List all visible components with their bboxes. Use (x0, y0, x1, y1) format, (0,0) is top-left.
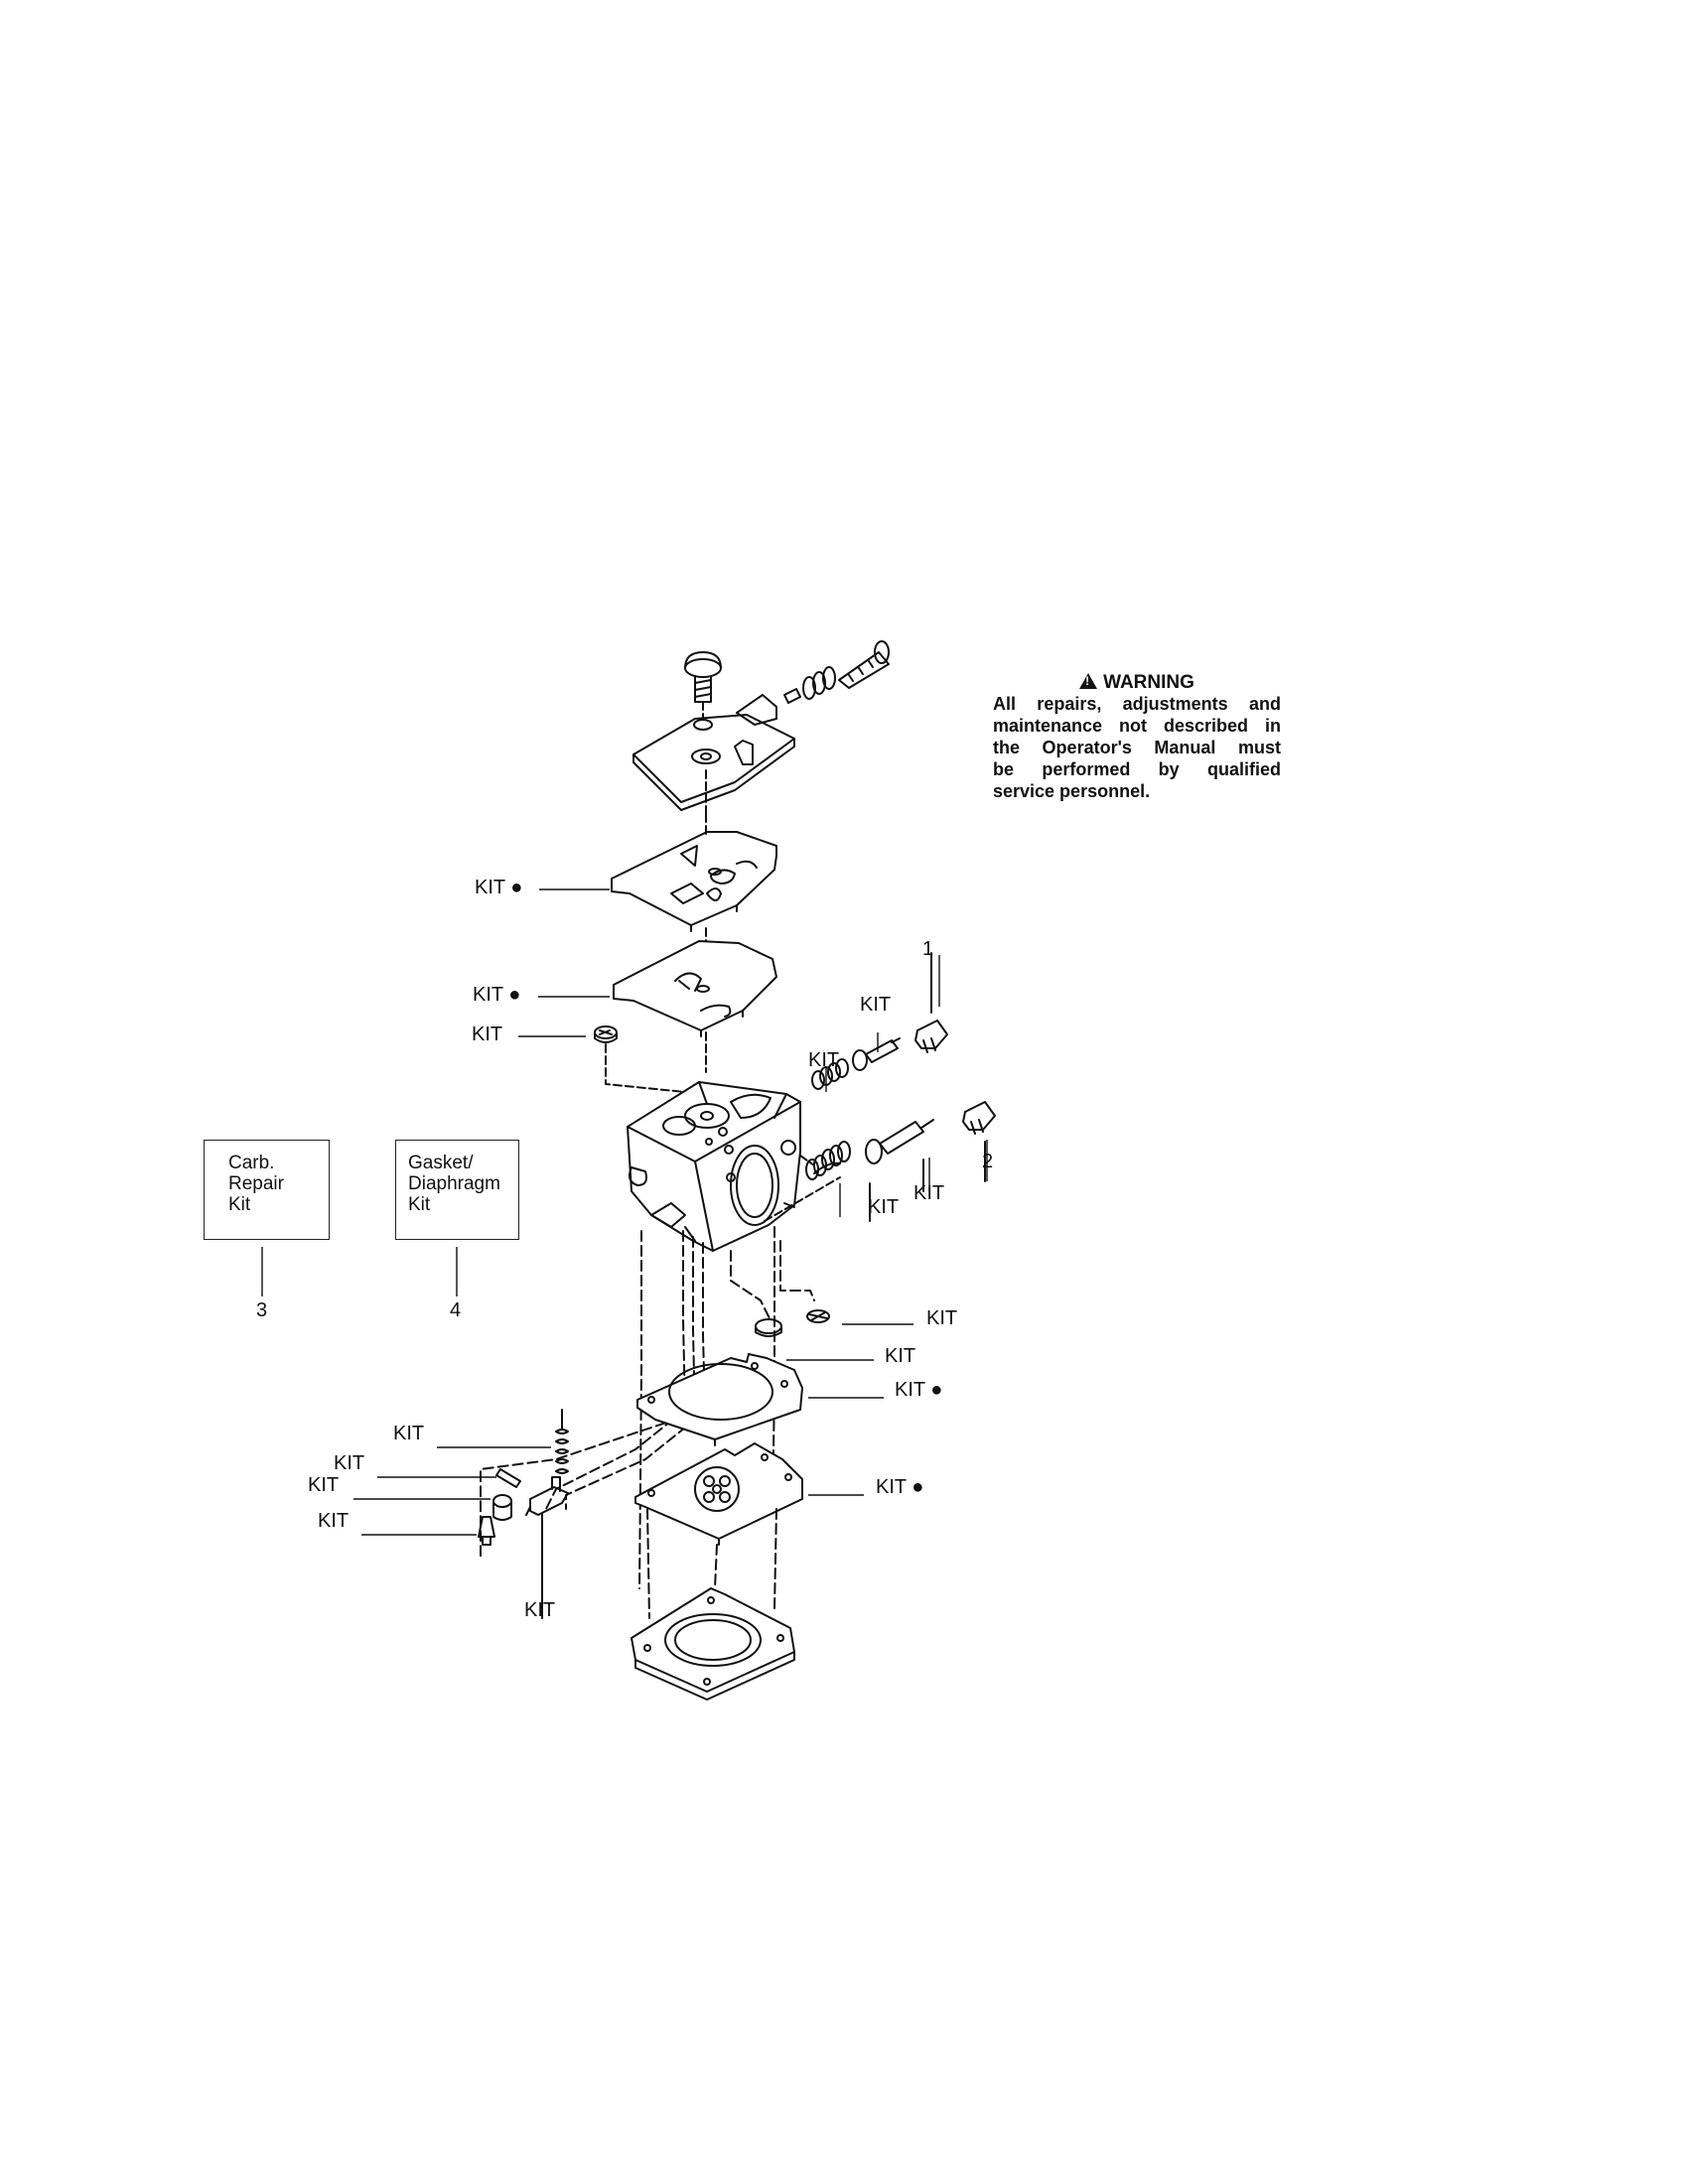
gasket-diaphragm-kit-number: 4 (450, 1299, 462, 1321)
limiter-cap-2 (962, 1101, 996, 1135)
top-screw (684, 651, 722, 703)
low-needle (811, 1037, 901, 1090)
carb-repair-kit-number: 3 (256, 1299, 268, 1321)
metering-spring (555, 1409, 569, 1474)
gasket-diaphragm-kit-box: Gasket/ Diaphragm Kit (395, 1140, 519, 1240)
warning-line: the Operator's Manual must (993, 738, 1281, 757)
kit-label: KIT ● (895, 1379, 943, 1401)
kit-label: KIT (860, 994, 892, 1016)
pump-cover (631, 1587, 795, 1701)
warning-title: WARNING (993, 673, 1281, 693)
warning-triangle-icon (1079, 673, 1098, 689)
warning-line: be performed by qualified (993, 759, 1281, 779)
kit-label: KIT ● (876, 1476, 924, 1498)
pump-screen (806, 1309, 830, 1323)
metering-lever (525, 1476, 569, 1516)
kit-label: KIT (808, 1049, 840, 1071)
high-needle (805, 1119, 934, 1180)
lever-pin (495, 1468, 521, 1488)
kit-box-line: Repair (228, 1173, 284, 1194)
gasket-upper (611, 831, 777, 932)
inlet-screen (594, 1025, 618, 1043)
kit-label: KIT (334, 1452, 365, 1474)
warning-notice: WARNING All repairs, adjustments and mai… (993, 673, 1281, 802)
warning-line: All repairs, adjustments and (993, 694, 1281, 714)
kit-label: KIT (926, 1307, 958, 1329)
kit-label: KIT (472, 1024, 503, 1045)
carb-repair-kit-box: Carb. Repair Kit (204, 1140, 330, 1240)
kit-label: KIT (393, 1423, 425, 1444)
kit-label: KIT (308, 1474, 340, 1496)
kit-box-line: Kit (408, 1194, 431, 1215)
kit-label: KIT (913, 1182, 945, 1204)
kit-box-line: Carb. (228, 1153, 275, 1173)
kit-box-line: Kit (228, 1194, 251, 1215)
pump-gasket (636, 1353, 803, 1446)
carburetor-body (627, 1081, 801, 1252)
pump-diaphragm (634, 1442, 803, 1546)
warning-line: maintenance not described in (993, 716, 1281, 736)
part-number-1: 1 (922, 938, 934, 960)
kit-label: KIT (318, 1510, 350, 1532)
part-number-2: 2 (982, 1151, 994, 1172)
kit-label: KIT (524, 1599, 556, 1621)
kit-label: KIT ● (475, 877, 523, 898)
kit-label: KIT ● (473, 984, 521, 1006)
lever-screw (492, 1494, 512, 1521)
carburetor-cover (632, 694, 795, 811)
warning-line: service personnel. (993, 781, 1151, 801)
gasket-lower (613, 940, 777, 1037)
kit-box-line: Diaphragm (408, 1173, 500, 1194)
kit-label: KIT (885, 1345, 916, 1367)
kit-box-line: Gasket/ (408, 1153, 474, 1173)
limiter-cap-1 (914, 1020, 948, 1053)
check-valve (755, 1318, 782, 1337)
kit-label: KIT (868, 1196, 900, 1218)
inlet-needle (478, 1516, 495, 1546)
adjusting-screw (783, 640, 890, 704)
